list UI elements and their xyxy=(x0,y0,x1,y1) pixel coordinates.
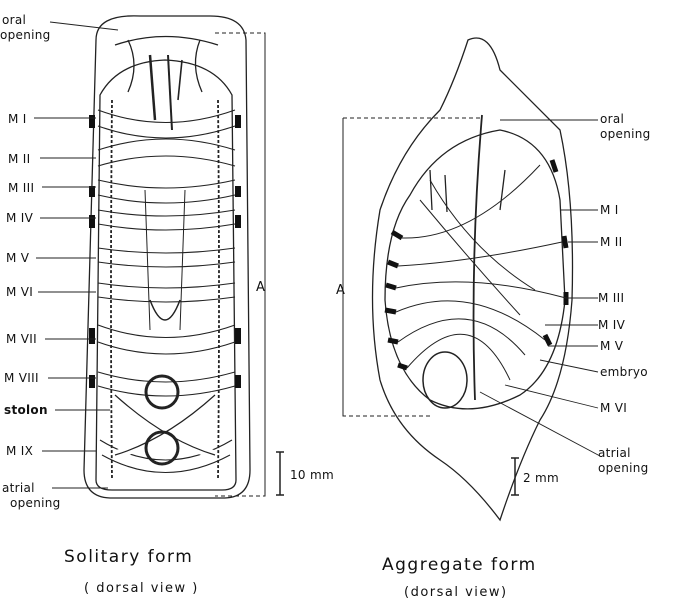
solitary-label-stolon: stolon xyxy=(4,404,48,416)
solitary-label-atrial-line2: opening xyxy=(10,497,61,509)
solitary-dimension-label: A xyxy=(256,282,265,294)
solitary-label-m6: M VI xyxy=(6,286,33,298)
aggregate-label-oral-line1: oral xyxy=(600,113,624,125)
solitary-form-drawing xyxy=(84,16,284,498)
aggregate-label-oral-line2: opening xyxy=(600,128,651,140)
solitary-dimension-bracket xyxy=(215,33,265,496)
aggregate-label-m2: M II xyxy=(600,236,622,248)
aggregate-subcaption: (dorsal view) xyxy=(404,585,508,600)
aggregate-outer-test xyxy=(373,38,573,520)
solitary-label-atrial-line1: atrial xyxy=(2,482,35,494)
aggregate-label-atrial-line1: atrial xyxy=(598,447,631,459)
aggregate-dimension-bracket xyxy=(343,118,480,416)
aggregate-body xyxy=(385,130,565,409)
aggregate-label-m3: M III xyxy=(598,292,624,304)
aggregate-form-drawing xyxy=(343,38,573,520)
solitary-label-oral-line2: opening xyxy=(0,29,51,41)
solitary-body-wall xyxy=(96,60,236,490)
aggregate-leader-lines xyxy=(480,120,600,456)
embryo-structure xyxy=(423,352,467,408)
solitary-label-m9: M IX xyxy=(6,445,33,457)
aggregate-label-m4: M IV xyxy=(598,319,625,331)
solitary-label-m7: M VII xyxy=(6,333,37,345)
solitary-label-m5: M V xyxy=(6,252,29,264)
solitary-scale-label: 10 mm xyxy=(290,469,334,481)
aggregate-scale-label: 2 mm xyxy=(523,472,559,484)
solitary-caption: Solitary form xyxy=(64,547,193,567)
aggregate-dimension-label: A xyxy=(336,285,345,297)
solitary-label-m2: M II xyxy=(8,153,30,165)
aggregate-label-m5: M V xyxy=(600,340,623,352)
aggregate-label-embryo: embryo xyxy=(600,366,648,378)
aggregate-label-m6: M VI xyxy=(600,402,627,414)
solitary-scale-bar xyxy=(276,452,284,495)
solitary-label-m8: M VIII xyxy=(4,372,39,384)
solitary-label-m4: M IV xyxy=(6,212,33,224)
aggregate-scale-bar xyxy=(511,458,519,495)
solitary-label-oral-line1: oral xyxy=(2,14,26,26)
solitary-label-m3: M III xyxy=(8,182,34,194)
solitary-leader-lines xyxy=(34,22,118,488)
aggregate-caption: Aggregate form xyxy=(382,555,537,575)
stolon-structure xyxy=(115,395,215,455)
aggregate-label-m1: M I xyxy=(600,204,619,216)
solitary-outer-test xyxy=(84,16,250,498)
aggregate-label-atrial-line2: opening xyxy=(598,462,649,474)
solitary-label-m1: M I xyxy=(8,113,27,125)
solitary-subcaption: ( dorsal view ) xyxy=(84,581,199,596)
